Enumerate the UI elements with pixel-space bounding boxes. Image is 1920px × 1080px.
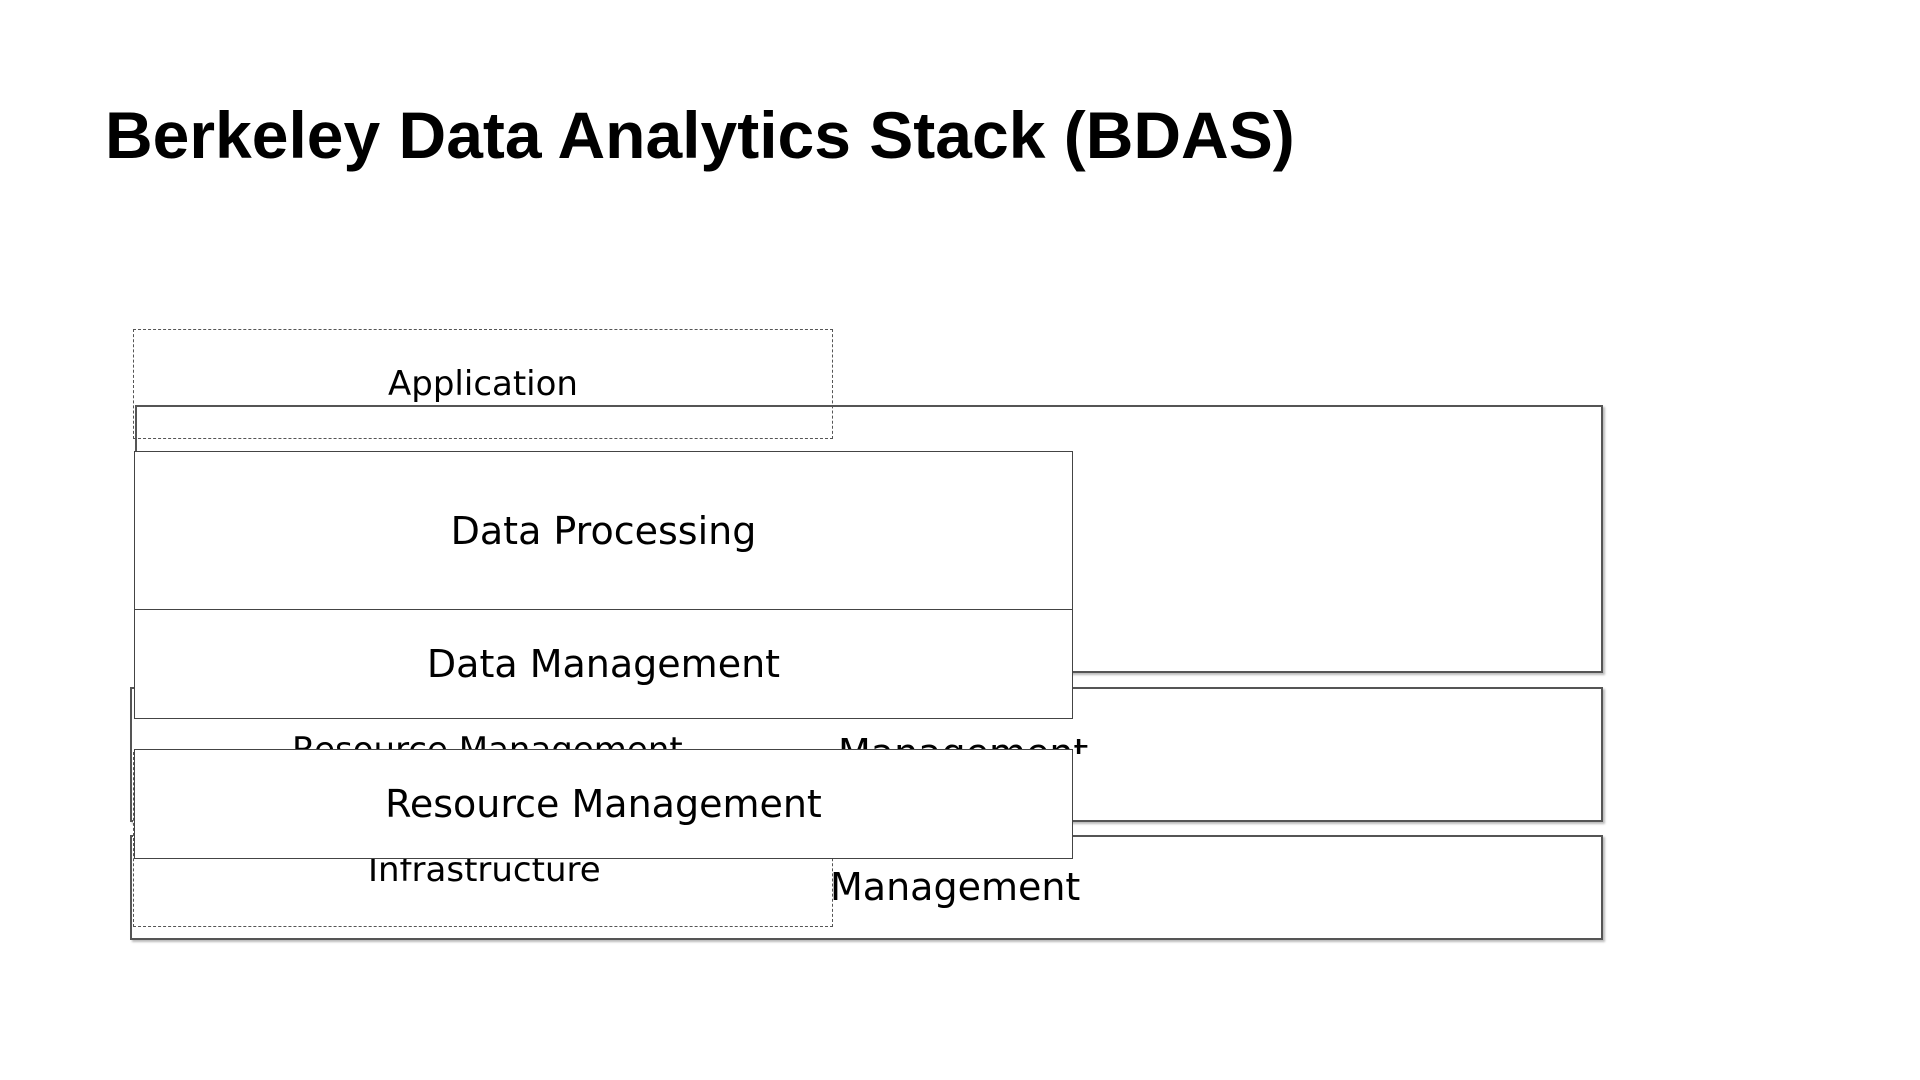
resource-management-layer: Resource Management bbox=[134, 749, 1073, 859]
ghost-resource-management-label: Resource Management bbox=[292, 730, 683, 752]
data-management-layer: Data Management bbox=[134, 609, 1073, 719]
ghost-application-label: Application bbox=[388, 364, 578, 404]
background-bottom-label: Management bbox=[830, 865, 1081, 909]
background-middle-label: Management bbox=[838, 730, 1088, 754]
data-management-label: Data Management bbox=[426, 642, 781, 686]
data-processing-label: Data Processing bbox=[450, 508, 757, 553]
data-processing-layer: Data Processing bbox=[134, 451, 1073, 610]
resource-management-label: Resource Management bbox=[385, 782, 822, 826]
slide-title: Berkeley Data Analytics Stack (BDAS) bbox=[105, 98, 1295, 172]
ghost-application-box: Application bbox=[133, 329, 833, 439]
